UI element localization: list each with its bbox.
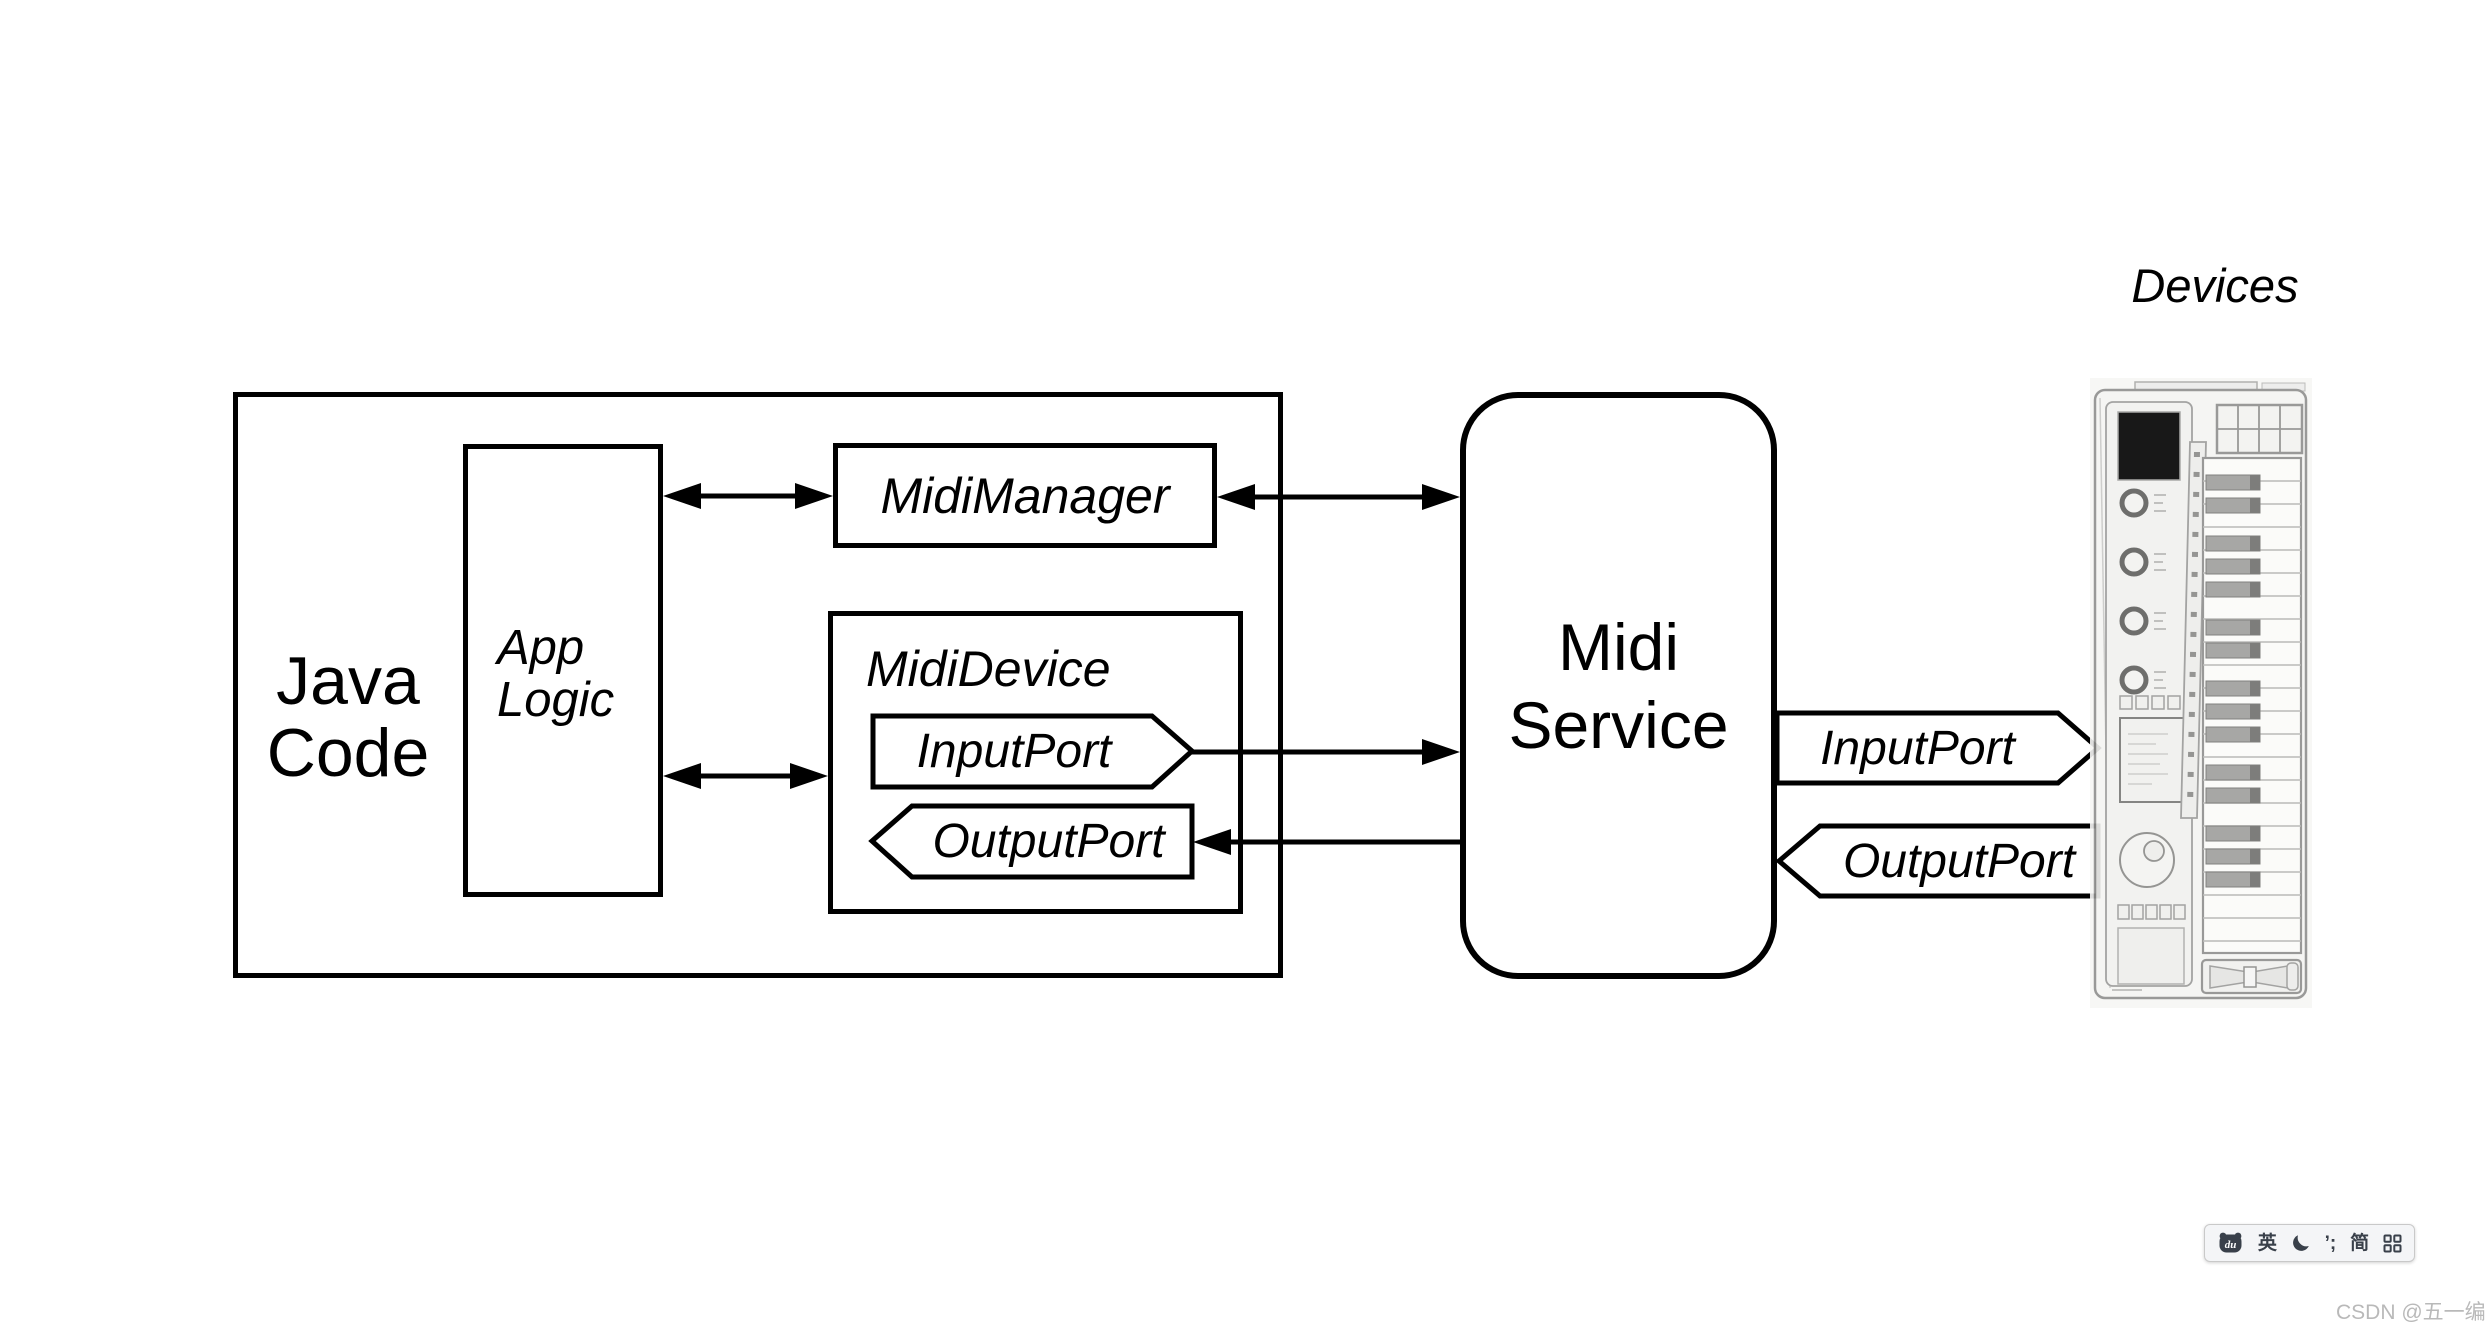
devices-label: Devices	[2131, 259, 2299, 312]
app-logic-line1: App	[497, 621, 585, 675]
knobs	[2119, 488, 2149, 695]
midi-service-box	[1460, 392, 1777, 979]
ime-night-mode-button[interactable]	[2291, 1233, 2311, 1253]
ime-panel-button[interactable]	[2383, 1234, 2402, 1253]
java-code-label: Java Code	[243, 645, 453, 789]
midi-manager-box	[833, 443, 1217, 548]
lcd-screen	[2119, 717, 2185, 803]
app-logic-label: App Logic	[497, 622, 614, 726]
baidu-ime-logo-icon: du	[2219, 1232, 2242, 1253]
ime-english-mode-button[interactable]: 英	[2257, 1232, 2277, 1254]
button-row-bottom	[2117, 904, 2186, 920]
ime-simplified-button[interactable]: 简	[2350, 1232, 2370, 1254]
pitch-wheel	[2200, 958, 2303, 995]
java-code-line2: Code	[266, 715, 430, 791]
midi-keyboard-image	[2090, 378, 2312, 1008]
moon-icon	[2292, 1235, 2309, 1251]
device-output-port-label: OutputPort	[932, 815, 1165, 868]
jog-dial	[2119, 832, 2175, 888]
device-input-port-label: InputPort	[916, 725, 1112, 778]
csdn-watermark: CSDN @五一编程	[2336, 1301, 2486, 1324]
ime-logo-button[interactable]: du	[2217, 1231, 2244, 1255]
midi-service-line1: Midi	[1557, 609, 1679, 684]
ime-logo-text: du	[2225, 1239, 2237, 1251]
ime-punctuation-button[interactable]: ’;	[2324, 1232, 2337, 1254]
service-input-port-label: InputPort	[1820, 721, 2015, 775]
app-logic-box	[463, 444, 663, 897]
app-logic-line2: Logic	[497, 673, 615, 727]
midi-service-label: Midi Service	[1460, 392, 1777, 979]
service-output-port-label: OutputPort	[1842, 834, 2076, 888]
midi-manager-label: MidiManager	[880, 467, 1170, 524]
keybed	[2201, 456, 2303, 955]
midi-service-line2: Service	[1508, 687, 1729, 762]
button-row-top	[2119, 695, 2181, 710]
grid-panel-icon	[2383, 1234, 2402, 1252]
ime-toolbar[interactable]: du 英 ’; 简	[2204, 1224, 2415, 1262]
java-code-line1: Java	[276, 643, 420, 719]
pad-grid	[2215, 403, 2304, 455]
ribbon-strip	[2180, 441, 2207, 819]
midi-device-label: MidiDevice	[866, 641, 1111, 697]
